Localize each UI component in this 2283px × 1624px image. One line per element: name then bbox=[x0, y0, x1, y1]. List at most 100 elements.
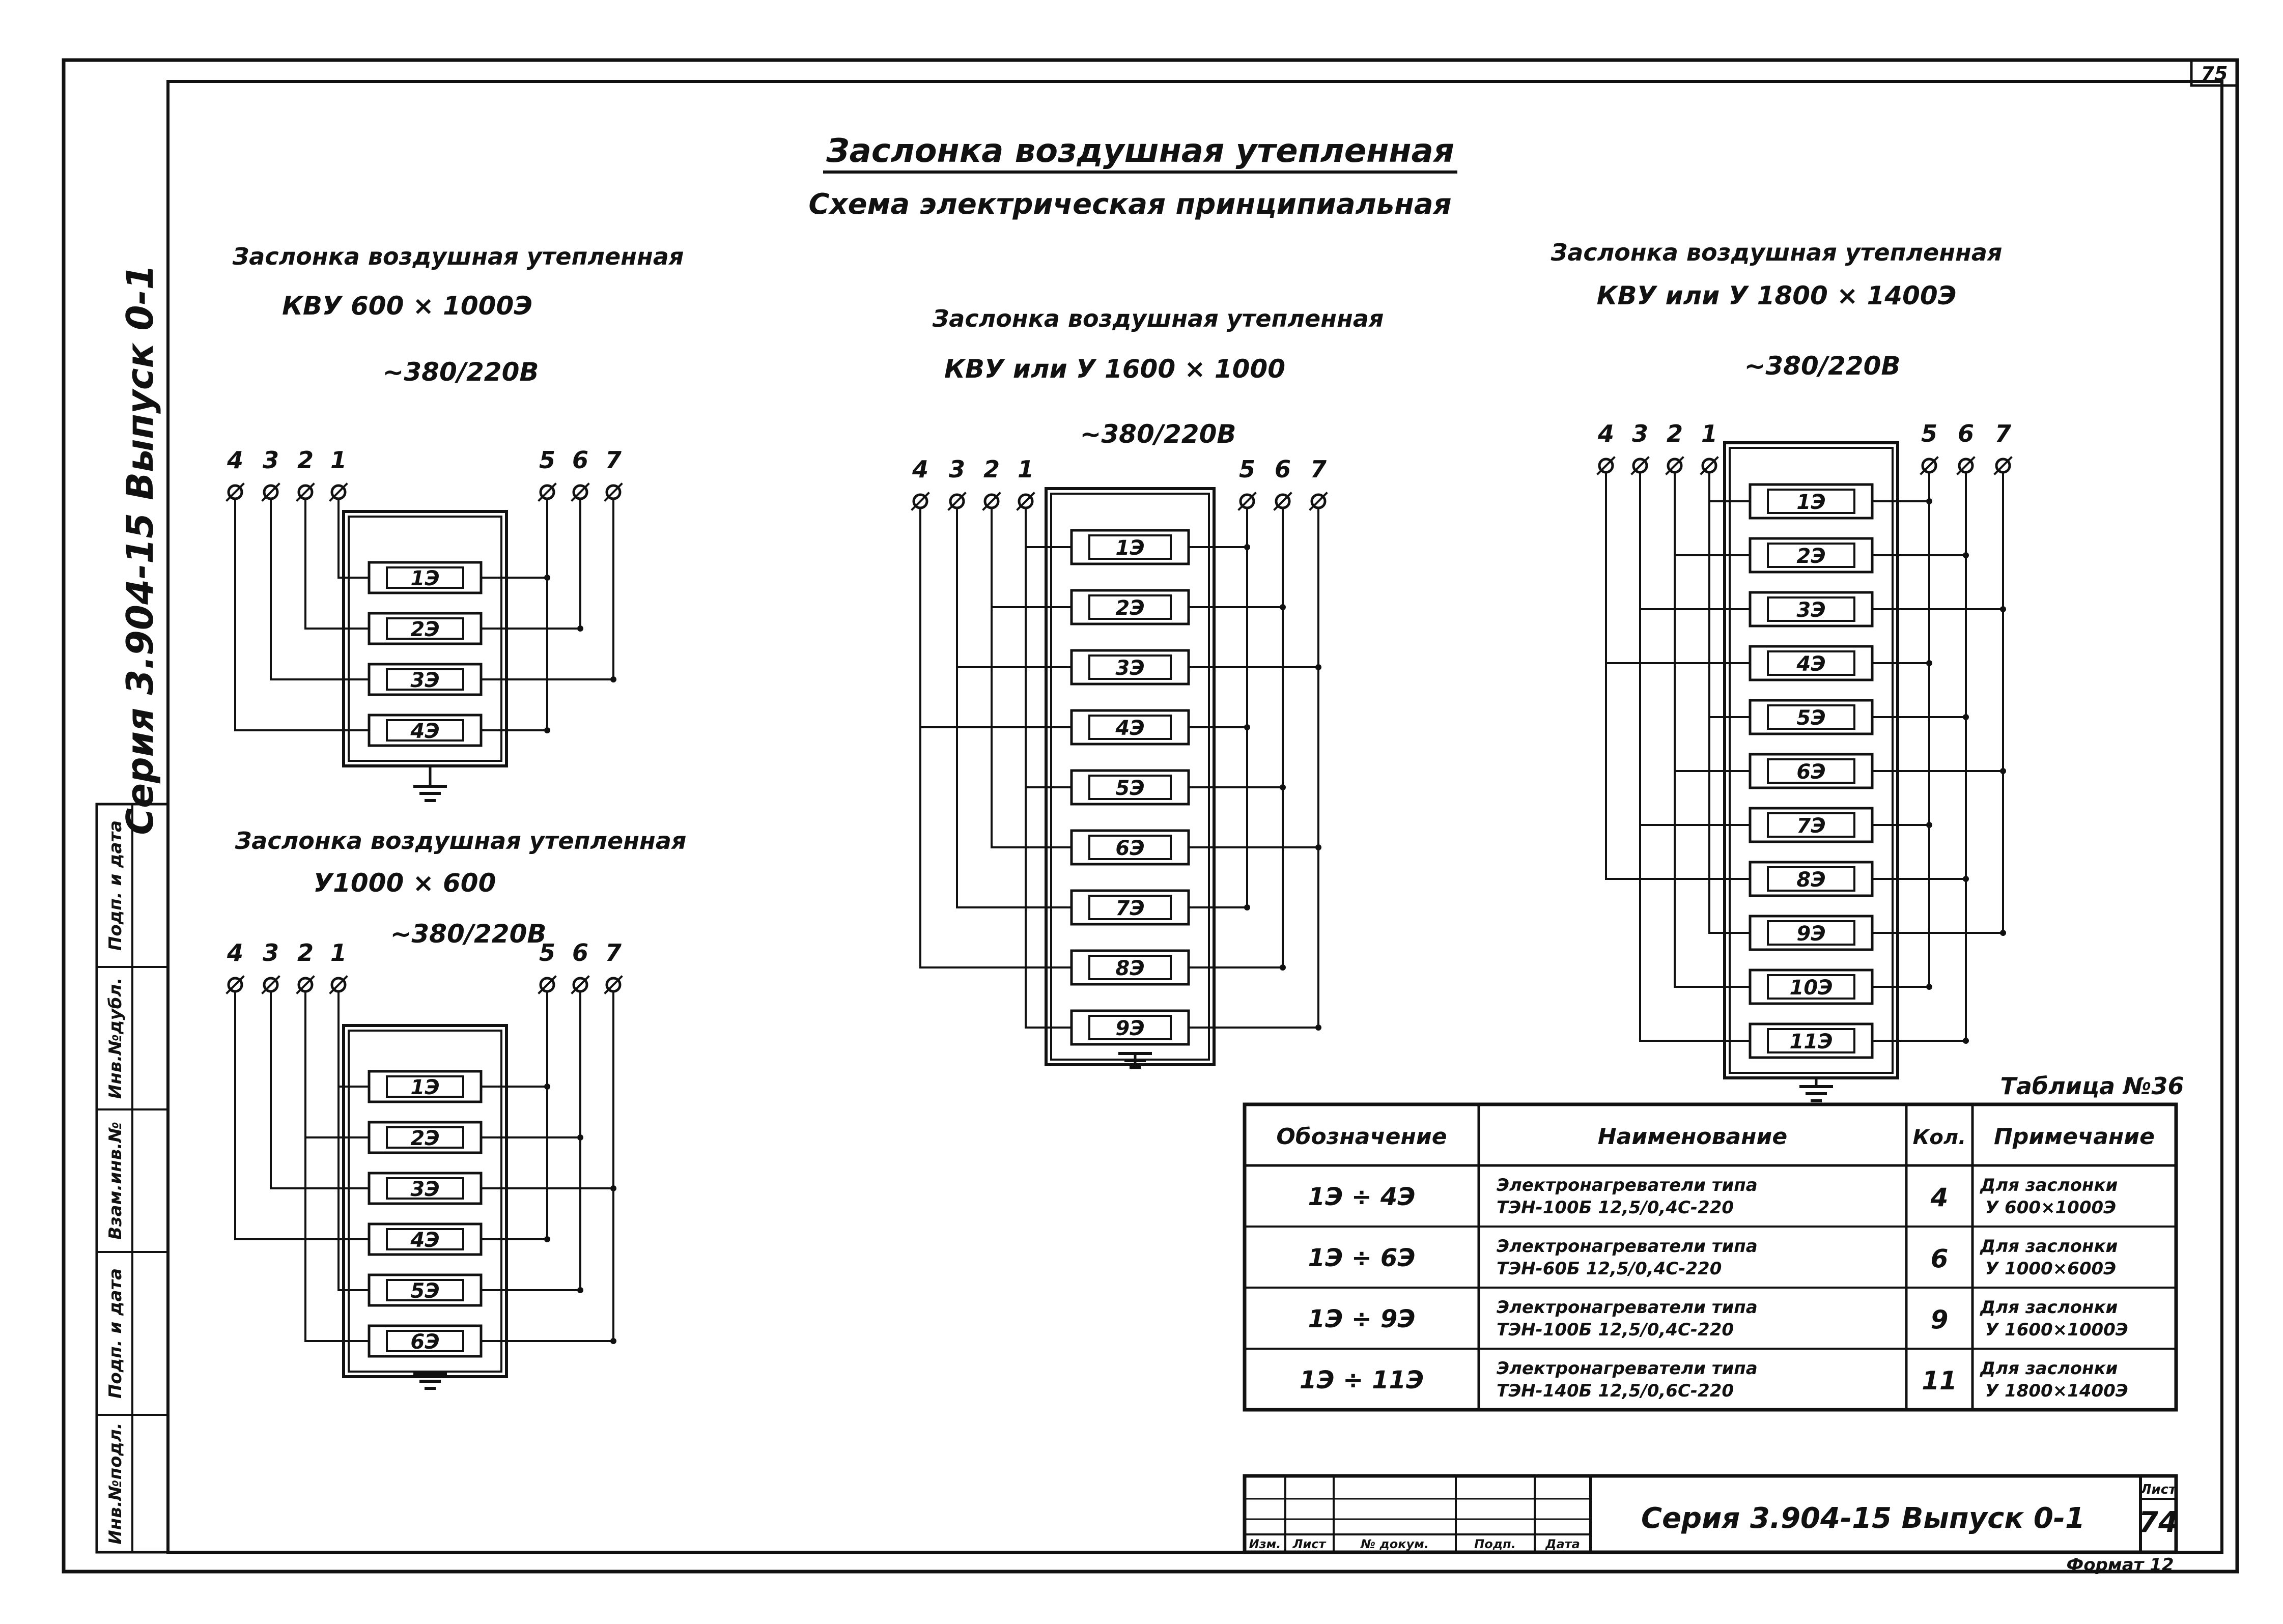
heater-label: 2Э bbox=[410, 1127, 439, 1150]
stamp-cell-label: Взам.инв.№ bbox=[105, 1122, 126, 1240]
heater-core bbox=[386, 1228, 464, 1250]
heater-core bbox=[1088, 895, 1172, 920]
housing-outer bbox=[1045, 487, 1216, 1066]
header-qty: Кол. bbox=[1913, 1126, 1966, 1149]
terminal-number: 2 bbox=[1667, 420, 1683, 447]
wire-phase bbox=[919, 508, 1073, 968]
heater-core bbox=[386, 1330, 464, 1352]
cell-designation: 1Э ÷ 11Э bbox=[1300, 1366, 1424, 1394]
heater-label: 2Э bbox=[410, 618, 439, 641]
heater-core bbox=[386, 668, 464, 691]
heater-label: 7Э bbox=[1115, 897, 1144, 920]
heater-label: 3Э bbox=[410, 669, 439, 692]
heater-core bbox=[1088, 775, 1172, 800]
terminal-number: 7 bbox=[1310, 455, 1327, 483]
cell-name-line1: Электронагреватели типа bbox=[1497, 1236, 1758, 1257]
side-series-label: Серия 3.904-15 Выпуск 0-1 bbox=[119, 264, 161, 835]
housing-inner bbox=[348, 1030, 502, 1373]
terminal-number: 6 bbox=[572, 939, 588, 966]
wire-phase bbox=[270, 991, 370, 1189]
terminal-slash bbox=[261, 975, 280, 994]
damper-a-model: КВУ 600 × 1000Э bbox=[282, 291, 532, 321]
damper-a-voltage: ~380/220В bbox=[382, 357, 539, 387]
heater-core bbox=[386, 566, 464, 589]
heater-core bbox=[1088, 1015, 1172, 1040]
cell-name-line2: ТЭН-100Б 12,5/0,4С-220 bbox=[1497, 1198, 1734, 1218]
terminal-slash bbox=[296, 975, 315, 994]
heater-core bbox=[1767, 1028, 1855, 1053]
heater-core bbox=[1088, 594, 1172, 620]
caption-d: Заслонка воздушная утепленная КВУ или У … bbox=[1551, 239, 2003, 381]
terminal-number: 2 bbox=[297, 446, 314, 474]
terminal-slash bbox=[982, 492, 1001, 511]
wire-phase bbox=[270, 499, 370, 680]
heater-core bbox=[1767, 812, 1855, 838]
cell-note-line1: Для заслонки bbox=[1980, 1358, 2118, 1379]
cell-qty: 4 bbox=[1930, 1183, 1949, 1212]
terminal-number: 4 bbox=[227, 939, 243, 966]
cell-name-line1: Электронагреватели типа bbox=[1497, 1358, 1758, 1379]
tb-sheet-number: 74 bbox=[2138, 1506, 2178, 1539]
caption-a: Заслонка воздушная утепленная КВУ 600 × … bbox=[232, 243, 684, 387]
heater-core bbox=[1767, 866, 1855, 892]
terminal-slash bbox=[261, 482, 280, 502]
heater-label: 1Э bbox=[1115, 536, 1144, 560]
heater-core bbox=[1767, 489, 1855, 514]
heater-core bbox=[386, 1177, 464, 1200]
tb-header-rev: Изм. bbox=[1249, 1537, 1281, 1551]
housing-outer bbox=[1723, 441, 1899, 1079]
terminal-slash bbox=[1956, 456, 1976, 475]
wire-phase bbox=[304, 991, 370, 1138]
wire-phase bbox=[991, 508, 1073, 848]
left-stamp: Инв.№подл. Подп. и дата Взам.инв.№ Инв.№… bbox=[95, 803, 170, 1554]
terminal-slash bbox=[538, 482, 557, 502]
terminal-number: 4 bbox=[1597, 420, 1614, 447]
terminal-slash bbox=[911, 492, 930, 511]
damper-b-name: Заслонка воздушная утепленная bbox=[235, 827, 687, 854]
heater-label: 10Э bbox=[1789, 976, 1833, 1000]
wire-phase bbox=[1639, 472, 1751, 610]
terminal-slash bbox=[1273, 492, 1292, 511]
terminal-slash bbox=[1596, 456, 1616, 475]
cell-name-line2: ТЭН-60Б 12,5/0,4С-220 bbox=[1497, 1259, 1722, 1279]
terminal-number: 7 bbox=[1995, 420, 2011, 447]
heater-label: 1Э bbox=[410, 1076, 439, 1099]
terminal-slash bbox=[1993, 456, 2013, 475]
heater-core bbox=[1767, 543, 1855, 568]
cell-name-line2: ТЭН-140Б 12,5/0,6С-220 bbox=[1497, 1381, 1734, 1401]
heater-label: 3Э bbox=[410, 1178, 439, 1201]
format-label: Формат 12 bbox=[2066, 1555, 2174, 1575]
damper-c-model: КВУ или У 1600 × 1000 bbox=[944, 354, 1285, 384]
cell-designation: 1Э ÷ 9Э bbox=[1308, 1305, 1416, 1333]
terminal-number: 5 bbox=[539, 446, 555, 474]
tb-header-sheet: Лист bbox=[1292, 1537, 1327, 1551]
heater-label: 4Э bbox=[1115, 717, 1144, 740]
heater-core bbox=[1088, 715, 1172, 740]
outer-frame bbox=[62, 58, 2239, 1574]
terminal-slash bbox=[947, 492, 967, 511]
wire-phase bbox=[234, 991, 370, 1240]
terminal-number: 1 bbox=[1018, 455, 1034, 483]
heater-label: 5Э bbox=[1115, 777, 1144, 800]
heater-label: 2Э bbox=[1115, 596, 1144, 620]
wire-phase bbox=[304, 991, 370, 1342]
damper-d-model: КВУ или У 1800 × 1400Э bbox=[1597, 281, 1957, 310]
heater-core bbox=[1767, 650, 1855, 676]
corner-page-number: 75 bbox=[2201, 63, 2228, 85]
heater-core bbox=[1088, 534, 1172, 560]
wire-phase bbox=[337, 991, 370, 1291]
terminal-slash bbox=[226, 975, 245, 994]
cell-note-line2: У 1800×1400Э bbox=[1985, 1381, 2128, 1401]
cell-note-line1: Для заслонки bbox=[1980, 1297, 2118, 1318]
terminal-slash bbox=[538, 975, 557, 994]
terminal-slash bbox=[329, 975, 348, 994]
cell-note-line2: У 1600×1000Э bbox=[1985, 1320, 2128, 1340]
terminal-number: 4 bbox=[227, 446, 243, 474]
tb-series: Серия 3.904-15 Выпуск 0-1 bbox=[1641, 1502, 2085, 1535]
wire-phase bbox=[1605, 472, 1751, 880]
stamp-cell-label: Инв.№подл. bbox=[105, 1422, 126, 1544]
heater-core bbox=[1767, 758, 1855, 784]
